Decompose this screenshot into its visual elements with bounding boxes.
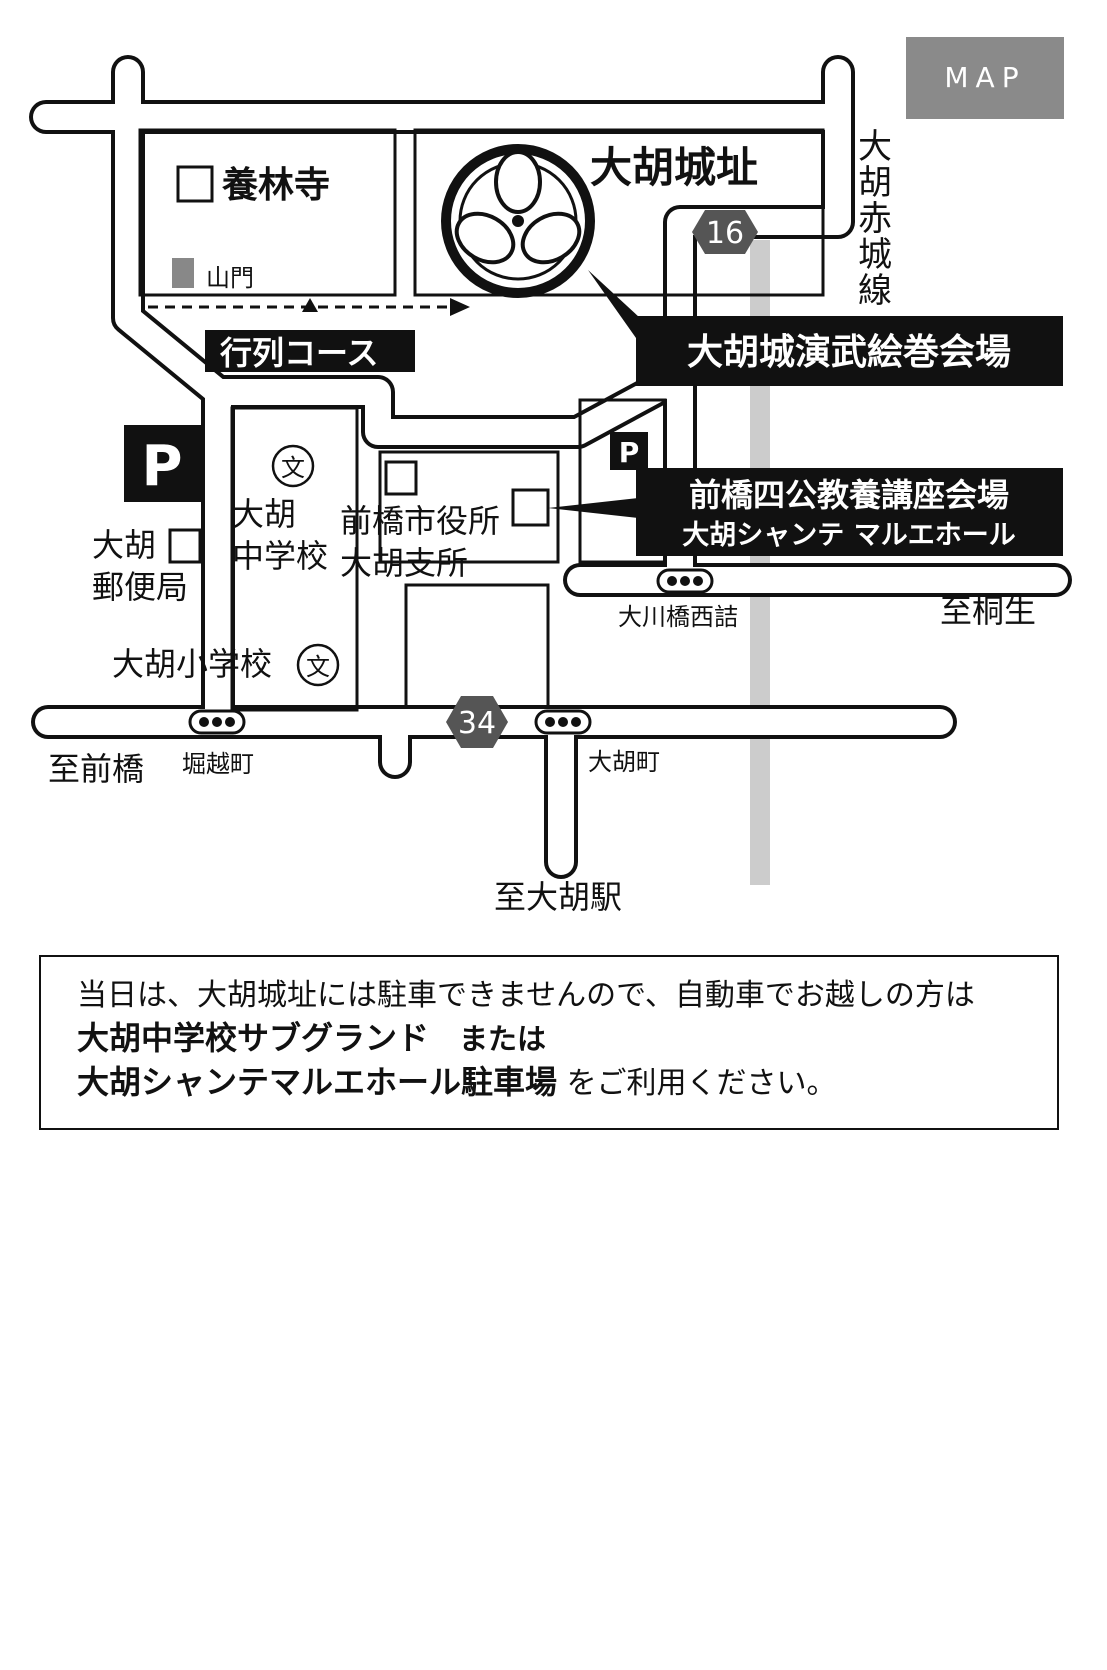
notice-line-2-rest: または	[459, 1022, 547, 1056]
lecture-venue-label-2: 大胡シャンテ マルエホール	[682, 520, 1015, 551]
notice-line-3-rest: をご利用ください。	[566, 1066, 837, 1101]
gate-label: 山門	[206, 264, 254, 292]
lecture-venue-pointer	[548, 498, 638, 518]
notice-line-2-bold: 大胡中学校サブグランド	[77, 1019, 430, 1057]
signal-ogomachi-label: 大胡町	[588, 748, 660, 776]
signal-icon	[188, 709, 246, 735]
school-symbol: 文	[281, 454, 305, 482]
gate-icon	[172, 258, 194, 288]
post-office-label-2: 郵便局	[92, 568, 188, 606]
parking-icon	[124, 425, 201, 502]
to-ogo-station-label: 至大胡駅	[494, 878, 622, 916]
signal-horikoshi-label: 堀越町	[182, 750, 254, 778]
venue-main-pointer	[588, 270, 640, 338]
map-tag: MAP	[906, 37, 1064, 119]
route-34-label: 34	[458, 706, 496, 741]
temple-label: 養林寺	[222, 165, 330, 206]
city-office-label-2: 大胡支所	[340, 544, 468, 582]
parade-course-label-bg	[205, 330, 415, 372]
notice-line-3: 大胡シャンテマルエホール駐車場 をご利用ください。	[77, 1061, 1057, 1105]
to-maebashi-label: 至前橋	[48, 750, 144, 788]
lecture-venue-label-bg	[636, 468, 1063, 556]
post-office-icon	[168, 528, 202, 564]
signal-icon	[534, 709, 592, 735]
rail-line-label: 大 胡 赤 城 線	[858, 127, 892, 311]
city-office-icon	[384, 460, 418, 496]
elementary-school-icon	[296, 643, 340, 687]
to-kiryu-label: 至桐生	[940, 592, 1036, 630]
school-icon	[271, 444, 315, 488]
map-tag-label: MAP	[944, 61, 1025, 94]
temple-icon	[176, 165, 214, 203]
lecture-venue-label-1: 前橋四公教養講座会場	[689, 476, 1009, 514]
svg-text:赤: 赤	[858, 199, 892, 239]
signal-icon	[656, 568, 714, 594]
venue-main-label-bg	[636, 316, 1063, 386]
middle-school-label-2: 中学校	[232, 537, 328, 575]
parade-route	[148, 298, 470, 316]
route-16-icon: 16	[692, 210, 758, 254]
parade-course-label: 行列コース	[220, 334, 378, 372]
route-34-icon: 34	[446, 696, 508, 748]
svg-text:大: 大	[858, 127, 892, 167]
notice-line-3-bold: 大胡シャンテマルエホール駐車場	[77, 1063, 558, 1101]
parking-notice: 当日は、大胡城址には駐車できませんので、自動車でお越しの方は 大胡中学校サブグラ…	[39, 955, 1059, 1130]
svg-text:線: 線	[858, 271, 892, 311]
castle-crest-icon	[441, 144, 595, 298]
parking-small-label: P	[619, 436, 640, 469]
venue-main-label: 大胡城演武絵巻会場	[687, 332, 1011, 373]
elementary-school-symbol: 文	[306, 653, 330, 681]
parking-label: P	[141, 434, 182, 499]
svg-text:城: 城	[858, 235, 892, 275]
elementary-school-label: 大胡小学校	[112, 645, 272, 683]
route-16-label: 16	[706, 216, 744, 251]
castle-ruins-label: 大胡城址	[590, 143, 758, 192]
notice-line-1: 当日は、大胡城址には駐車できませんので、自動車でお越しの方は	[77, 978, 975, 1013]
notice-line-2: 大胡中学校サブグランド または	[77, 1017, 1057, 1061]
middle-school-label-1: 大胡	[232, 495, 296, 533]
svg-text:胡: 胡	[858, 163, 892, 203]
post-office-label-1: 大胡	[92, 526, 156, 564]
city-office-label-1: 前橋市役所	[340, 502, 500, 540]
signal-okawabashi-label: 大川橋西詰	[618, 603, 738, 631]
lecture-venue-icon	[511, 488, 550, 527]
parking-small-icon	[610, 432, 648, 470]
